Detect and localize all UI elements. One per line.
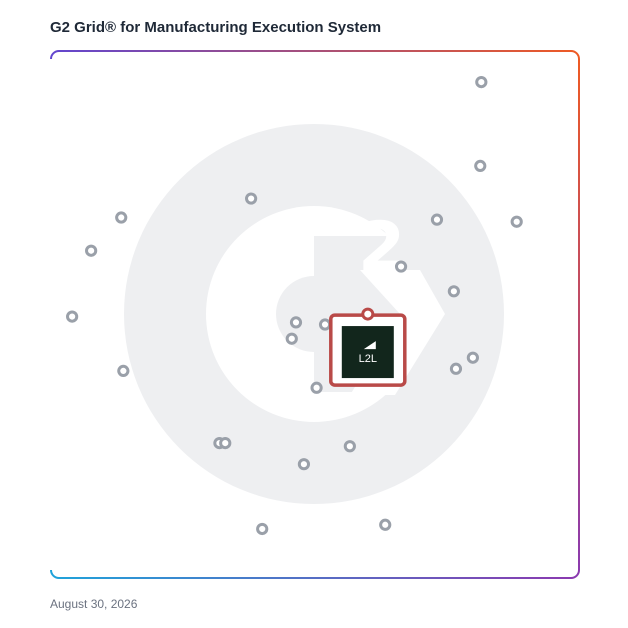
vendor-point[interactable] [297, 458, 311, 471]
vendor-point[interactable] [318, 318, 332, 331]
vendor-point[interactable] [256, 522, 269, 536]
data-points [66, 75, 523, 536]
vendor-point[interactable] [85, 244, 98, 257]
highlighted-product[interactable]: L2L [329, 307, 407, 387]
g2-watermark: 2 [124, 124, 504, 504]
vendor-point[interactable] [449, 362, 463, 375]
vendor-point[interactable] [310, 381, 323, 394]
highlight-label: L2L [359, 353, 377, 365]
vendor-point[interactable] [475, 75, 488, 89]
vendor-point[interactable] [245, 192, 258, 205]
vendor-point[interactable] [343, 440, 356, 453]
l2l-ramp-icon [363, 341, 376, 350]
vendor-point[interactable] [117, 364, 130, 377]
highlighted-point[interactable] [361, 307, 375, 321]
vendor-point[interactable] [379, 518, 392, 531]
footer-date: August 30, 2026 [50, 597, 138, 611]
vendor-point[interactable] [115, 211, 128, 224]
vendor-point[interactable] [285, 332, 298, 345]
vendor-point[interactable] [219, 436, 232, 450]
chart-title: G2 Grid® for Manufacturing Execution Sys… [50, 19, 382, 36]
vendor-point[interactable] [289, 316, 303, 329]
vendor-point[interactable] [510, 215, 523, 228]
l2l-logo-icon [341, 326, 394, 379]
vendor-point[interactable] [474, 159, 487, 172]
vendor-point[interactable] [466, 351, 479, 364]
vendor-point[interactable] [447, 285, 460, 298]
vendor-point[interactable] [430, 213, 444, 226]
vendor-point[interactable] [66, 310, 79, 323]
svg-text:2: 2 [358, 208, 405, 287]
vendor-point[interactable] [394, 260, 408, 273]
